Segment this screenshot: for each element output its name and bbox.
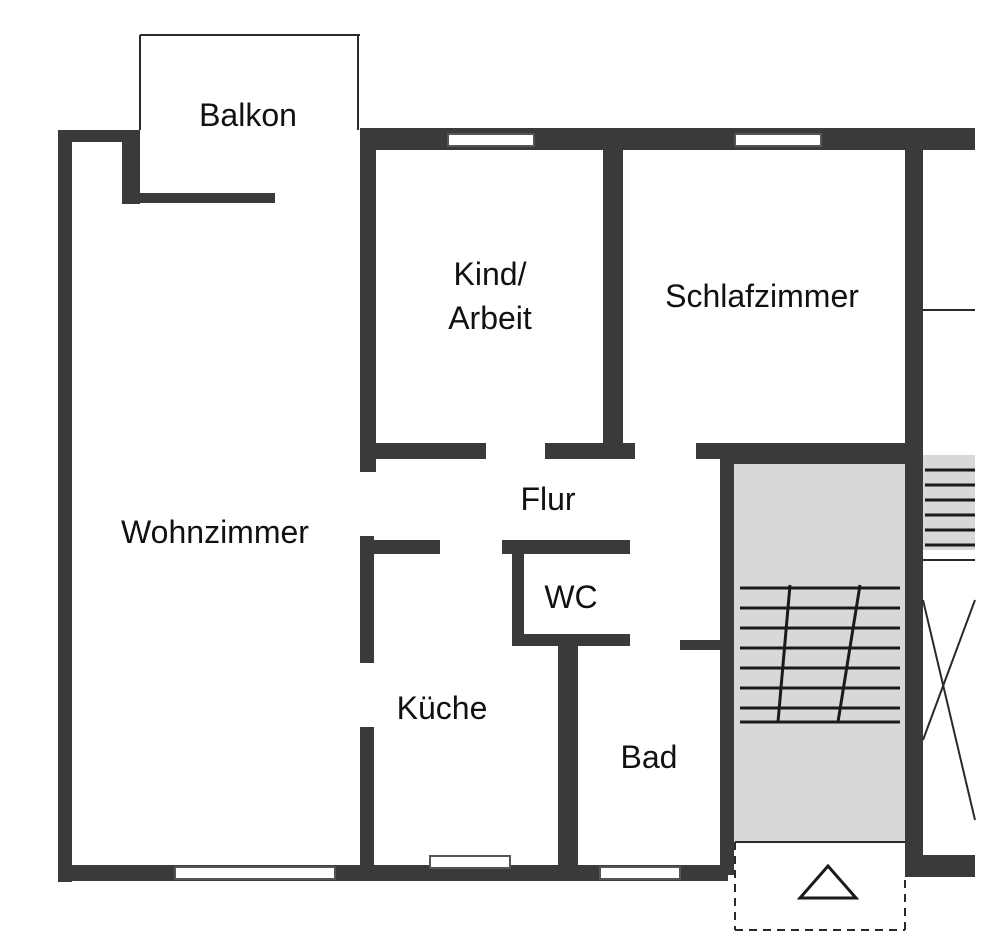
room-label-wohnzimmer: Wohnzimmer — [121, 514, 309, 550]
balcony-outline — [139, 34, 360, 203]
entrance-triangle-icon — [796, 863, 860, 900]
room-label-arbeit: Arbeit — [448, 300, 532, 336]
stairwell-area — [726, 462, 916, 842]
interior-walls — [360, 150, 906, 872]
room-label-kueche: Küche — [397, 690, 488, 726]
windows — [174, 133, 822, 880]
room-label-kind: Kind/ — [454, 256, 527, 292]
room-label-wc: WC — [544, 579, 597, 615]
room-label-bad: Bad — [621, 739, 678, 775]
neighbor-outline — [922, 309, 976, 821]
staircase — [740, 468, 975, 724]
room-label-flur: Flur — [520, 481, 575, 517]
entrance — [734, 841, 906, 931]
room-label-schlafzimmer: Schlafzimmer — [665, 278, 859, 314]
room-label-balkon: Balkon — [199, 97, 297, 133]
